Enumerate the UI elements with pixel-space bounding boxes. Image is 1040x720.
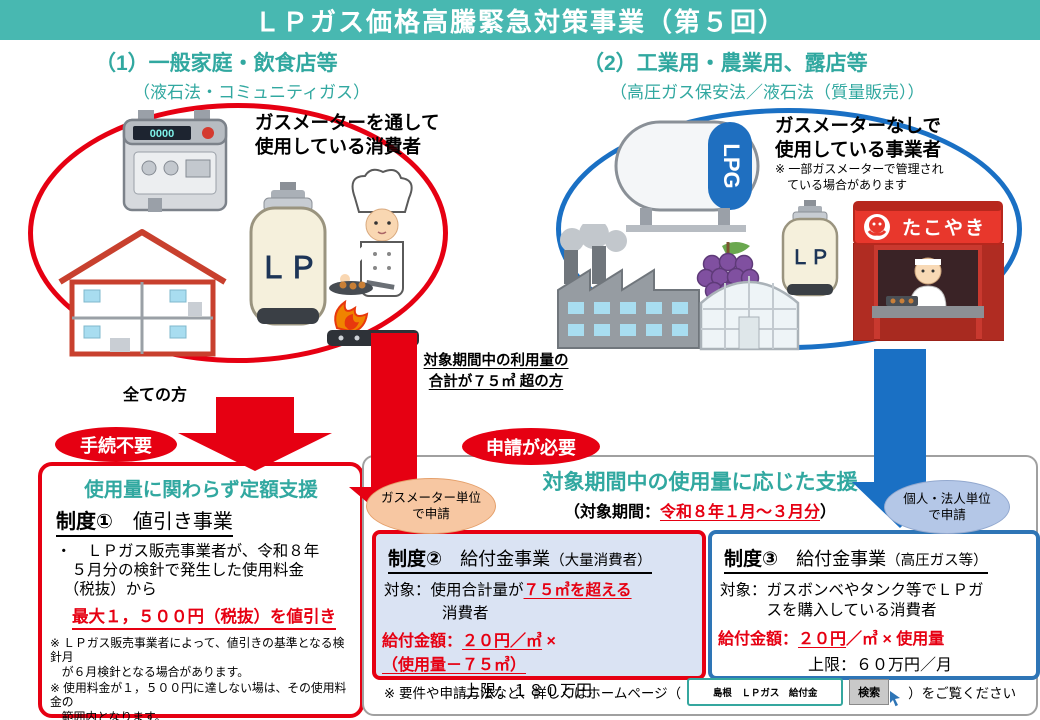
program3-name-qualifier: （高圧ガス等）	[886, 553, 988, 569]
program1-description: ・ ＬＰガス販売事業者が、令和８年 ５月分の検針で発生した使用料金 （税抜）から	[56, 543, 320, 598]
application-required-badge: 申請が必要	[462, 428, 600, 465]
takoyaki-stand-illustration: たこやき	[853, 201, 1004, 341]
takoyaki-sign-label: たこやき	[902, 217, 986, 239]
program2-formula: （使用量－７５㎥）	[382, 657, 527, 675]
target-period-prefix: （対象期間：	[563, 504, 660, 521]
lpg-tank-illustration: LPG	[614, 120, 760, 232]
tank-lpg-label: LPG	[719, 143, 744, 188]
program1-note2: ※ 使用料金が１，５００円に達しない場は、その使用料金の 範囲内となります。	[50, 680, 347, 720]
program3-formula: ／㎥ × 使用量	[846, 631, 945, 649]
section2-heading: （2）工業用・農業用、露店等	[583, 52, 868, 75]
program2-name-text: 給付金事業	[442, 549, 551, 569]
program3-amount-label: 給付金額：	[718, 631, 799, 649]
footnote-suffix: ）をご覧ください	[908, 686, 1017, 701]
program2-amount: 給付金額：２０円／㎥ × （使用量－７５㎥）	[382, 627, 702, 675]
homepage-footnote: ※ 要件や申請方法など、詳しくはホームページ（ 島根 ＬＰガス 給付金 検索 ）…	[364, 677, 1036, 707]
meter-display: 0000	[150, 128, 174, 140]
program2-target-line2: 消費者	[442, 605, 489, 623]
section1-heading: （1）一般家庭・飲食店等	[95, 52, 338, 75]
page-title: ＬＰガス価格高騰緊急対策事業（第５回）	[253, 6, 786, 37]
search-input: 島根 ＬＰガス 給付金	[687, 678, 844, 706]
program3-box: 制度③ 給付金事業（高圧ガス等） 対象：ガスボンベやタンク等でＬＰガ スを購入し…	[708, 530, 1040, 680]
programs23-box: 対象期間中の使用量に応じた支援 （対象期間：令和８年１月～３月分） 制度② 給付…	[362, 455, 1040, 716]
program1-note1: ※ ＬＰガス販売事業者によって、値引きの基準となる検針月 が６月検針となる場合が…	[50, 635, 345, 679]
house-cross-section-illustration	[58, 229, 227, 357]
greenhouse-illustration	[699, 276, 800, 351]
header-bar: ＬＰガス価格高騰緊急対策事業（第５回）	[0, 0, 1040, 40]
per-entity-application-badge: 個人・法人単位 で申請	[884, 480, 1010, 534]
program2-target: 対象：使用合計量が７５㎥を超える	[384, 581, 702, 601]
chef-cooking-illustration	[327, 168, 419, 346]
small-cylinder-lp-label: ＬＰ	[790, 247, 830, 269]
no-procedure-badge: 手続不要	[55, 427, 177, 462]
program3-rate: ２０円	[798, 631, 847, 649]
program1-name-number: 制度①	[56, 511, 113, 533]
program2-name: 制度② 給付金事業（大量消費者）	[388, 544, 702, 574]
program3-name-number: 制度③	[724, 549, 779, 570]
program3-cap: 上限：６０万円／月	[808, 657, 953, 675]
program3-amount: 給付金額：２０円／㎥ × 使用量	[718, 625, 1036, 649]
metered-consumer-note: ガスメーターを通して 使用している消費者	[255, 112, 440, 157]
lp-cylinder-illustration: ＬＰ	[249, 182, 327, 326]
program3-target: 対象：ガスボンベやタンク等でＬＰガ スを購入している消費者	[720, 582, 984, 620]
unmetered-business-note: ガスメーターなしで 使用している事業者	[775, 115, 941, 160]
red-arrow-households	[178, 397, 332, 471]
program2-target-highlight: ７５㎥を超える	[523, 582, 632, 599]
target-period-value: 令和８年１月～３月分	[659, 504, 820, 521]
cylinder-lp-label: ＬＰ	[258, 252, 318, 285]
program1-box: 使用量に関わらず定額支援 制度① 値引き事業 ・ ＬＰガス販売事業者が、令和８年…	[38, 462, 364, 720]
program2-box: 制度② 給付金事業（大量消費者） 対象：使用合計量が７５㎥を超える 消費者 給付…	[372, 530, 706, 700]
mouse-cursor-icon	[890, 691, 901, 707]
unmetered-business-subnote: ※ 一部ガスメーターで管理され ている場合があります	[775, 162, 944, 192]
program2-name-qualifier: （大量消費者）	[550, 553, 652, 569]
program1-discount-highlight: 最大１，５００円（税抜）を値引き	[72, 603, 336, 630]
program3-name-text: 給付金事業	[778, 549, 887, 569]
search-button: 検索	[849, 679, 890, 705]
program2-target-prefix: 対象：使用合計量が	[384, 582, 524, 599]
programs23-support-title: 対象期間中の使用量に応じた支援	[542, 471, 858, 494]
program1-name: 制度① 値引き事業	[56, 505, 360, 537]
per-meter-application-badge: ガスメーター単位 で申請	[366, 478, 496, 534]
gas-meter-illustration: 0000	[122, 110, 228, 212]
target-period-suffix: ）	[820, 504, 837, 521]
program2-times-sign: ×	[542, 633, 556, 651]
target-period: （対象期間：令和８年１月～３月分）	[364, 498, 1036, 522]
program2-name-number: 制度②	[388, 549, 443, 570]
program1-support-title: 使用量に関わらず定額支援	[84, 479, 318, 501]
household-group-ellipse	[28, 103, 448, 363]
program1-name-text: 値引き事業	[112, 511, 233, 533]
program2-cap: 上限：１８０万円	[464, 683, 593, 701]
everyone-label: 全ての方	[123, 387, 188, 404]
program2-amount-label: 給付金額：	[382, 633, 463, 651]
program3-name: 制度③ 給付金事業（高圧ガス等）	[724, 544, 1036, 574]
small-lp-cylinder-illustration: ＬＰ	[781, 200, 839, 297]
section2-subheading: （高圧ガス保安法／液石法（質量販売））	[610, 83, 925, 102]
usage-threshold-note: 対象期間中の利用量の 合計が７５㎥ 超の方	[423, 353, 569, 391]
footnote-prefix: ※ 要件や申請方法など、詳しくはホームページ（	[383, 686, 682, 701]
program2-rate: ２０円／㎥	[462, 633, 543, 651]
factory-illustration	[557, 224, 700, 349]
section1-subheading: （液石法・コミュニティガス）	[133, 83, 370, 102]
